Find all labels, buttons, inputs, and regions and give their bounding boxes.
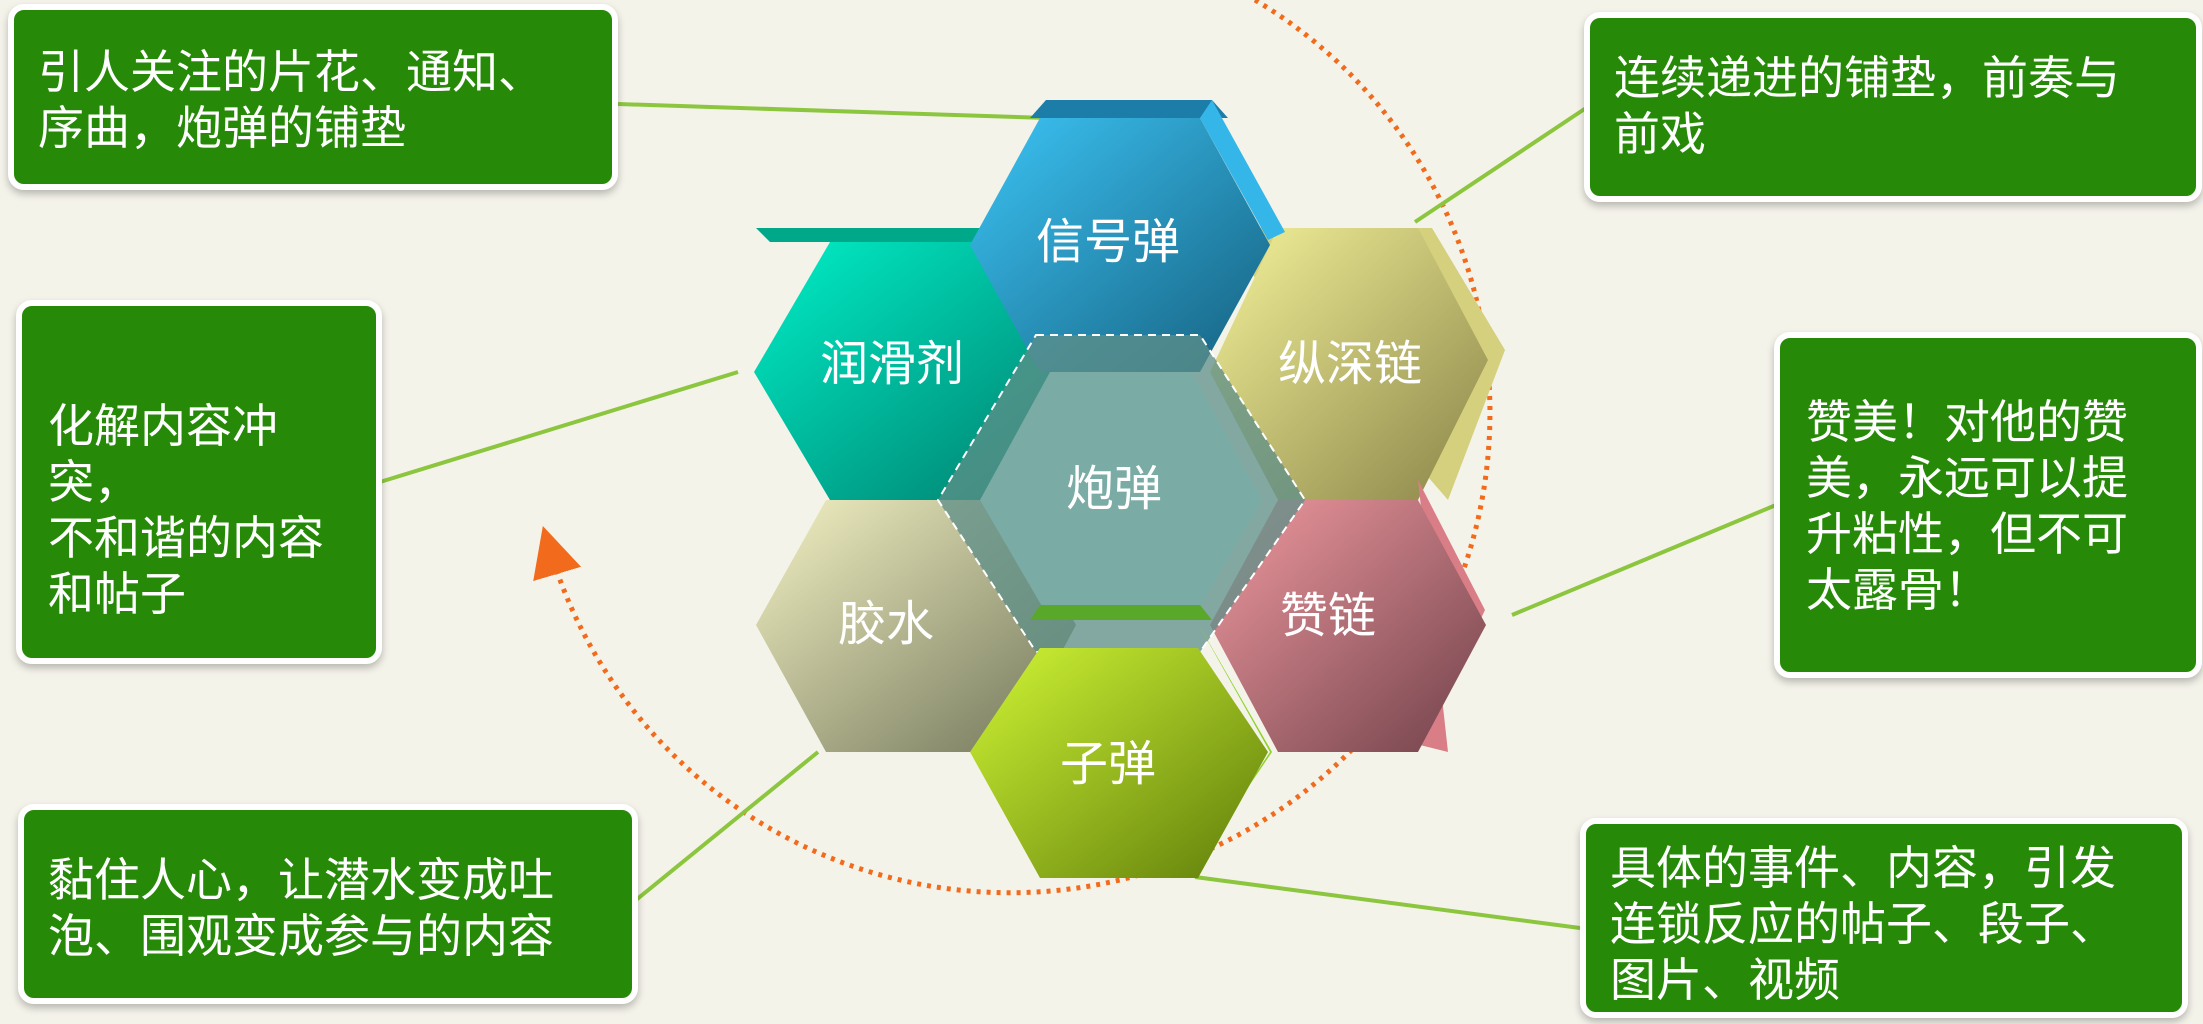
hexagon-label-lower-left: 胶水 — [838, 596, 934, 652]
callout-bottom-right: 具体的事件、内容，引发 连锁反应的帖子、段子、 图片、视频 — [1580, 818, 2188, 1018]
connector-middle-left — [379, 370, 739, 484]
connector-top-left — [617, 102, 1049, 120]
hexagon-label-lower-right: 赞链 — [1280, 588, 1376, 644]
callout-bottom-left: 黏住人心，让潜水变成吐 泡、围观变成参与的内容 — [18, 804, 638, 1004]
hexagon-bottom: 子弹 — [970, 605, 1272, 878]
hexagon-label-upper-left: 润滑剂 — [820, 336, 964, 392]
callout-middle-left: 化解内容冲突， 不和谐的内容 和帖子 — [16, 300, 382, 664]
connector-middle-right — [1511, 503, 1777, 617]
hexagon-label-top: 信号弹 — [1036, 214, 1180, 270]
hexagon-label-center: 炮弹 — [1066, 461, 1162, 517]
callout-middle-right: 赞美！对他的赞 美，永远可以提 升粘性，但不可 太露骨！ — [1774, 332, 2202, 678]
hexagon-upper-right: 纵深链 — [1210, 228, 1505, 500]
callout-top-right: 连续递进的铺垫，前奏与 前戏 — [1584, 12, 2202, 202]
hexagon-lower-right: 赞链 — [1210, 480, 1486, 752]
hexagon-top: 信号弹 — [970, 100, 1285, 372]
cycle-arrow — [533, 0, 1493, 896]
connector-bottom-left — [634, 750, 820, 902]
connector-bottom-right — [1194, 875, 1581, 930]
connector-top-right — [1413, 102, 1594, 224]
hexagon-center: 炮弹 — [936, 334, 1307, 653]
callout-top-left: 引人关注的片花、通知、 序曲，炮弹的铺垫 — [8, 4, 618, 190]
hexagon-label-bottom: 子弹 — [1060, 736, 1156, 792]
hexagon-label-upper-right: 纵深链 — [1278, 336, 1422, 392]
